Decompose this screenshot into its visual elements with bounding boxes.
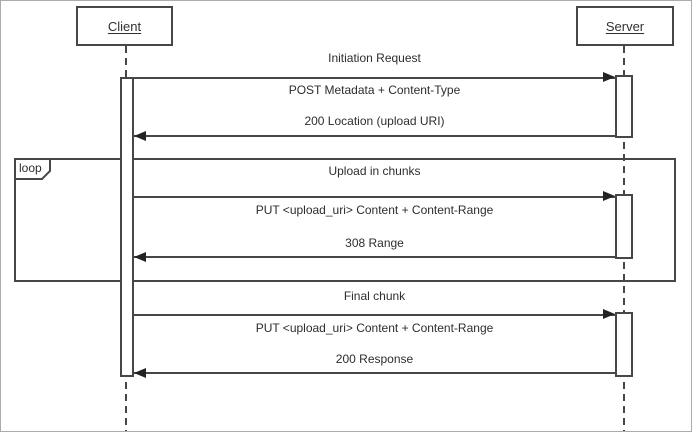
loop-frame [14, 158, 676, 282]
loop-operator-pentagon-icon [14, 158, 51, 180]
server-activation-bar-final [615, 312, 633, 377]
actor-client-box: Client [76, 6, 173, 46]
initiation-response-label: 200 Location (upload URI) [304, 114, 445, 128]
loop-message-lines [134, 196, 615, 258]
loop-response-label: 308 Range [345, 236, 404, 250]
final-title-label: Final chunk [343, 289, 406, 303]
actor-server-box: Server [576, 6, 674, 46]
initiation-request-arrowhead-icon [603, 72, 615, 82]
final-request-arrowhead-icon [603, 309, 615, 319]
final-request-label: PUT <upload_uri> Content + Content-Range [255, 321, 494, 335]
loop-request-label: PUT <upload_uri> Content + Content-Range [255, 203, 494, 217]
actor-client-label: Client [107, 18, 142, 34]
actor-server-label: Server [605, 18, 645, 34]
loop-response-arrowhead-icon [134, 252, 146, 262]
initiation-message-lines [134, 77, 615, 137]
initiation-response-arrowhead-icon [134, 131, 146, 141]
initiation-request-label: POST Metadata + Content-Type [288, 83, 461, 97]
final-message-lines [134, 314, 615, 374]
initiation-title-label: Initiation Request [328, 51, 421, 65]
loop-operator-label: loop [19, 161, 42, 175]
server-activation-bar-loop [615, 194, 633, 259]
final-response-arrowhead-icon [134, 368, 146, 378]
final-response-label: 200 Response [335, 352, 414, 366]
loop-request-arrowhead-icon [603, 191, 615, 201]
loop-title-label: Upload in chunks [328, 164, 421, 178]
server-activation-bar-initiation [615, 75, 633, 138]
client-activation-bar [120, 77, 134, 377]
